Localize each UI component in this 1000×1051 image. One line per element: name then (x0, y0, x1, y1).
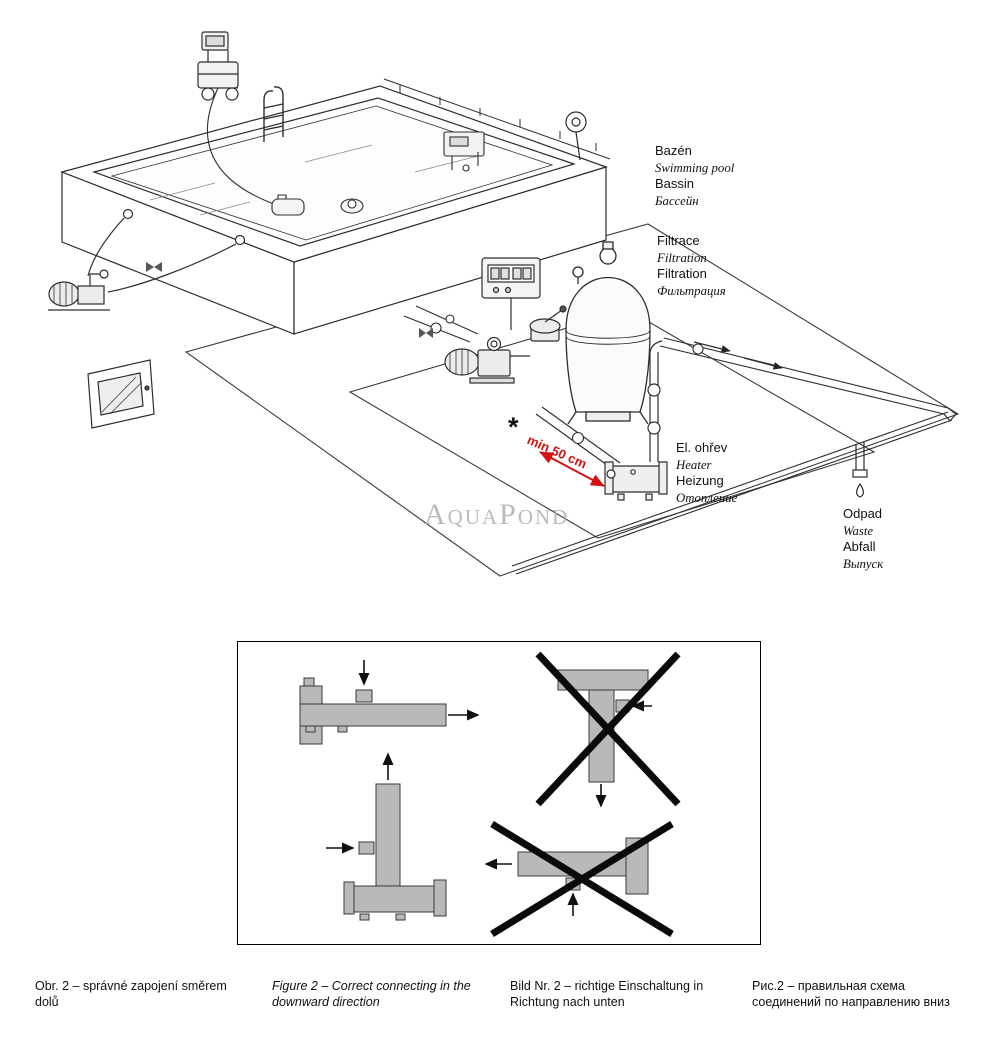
scheme-incorrect-horizontal (484, 821, 674, 937)
sand-filter (565, 241, 651, 425)
control-panel (481, 257, 541, 330)
connection-schemes (299, 651, 681, 937)
pool-label-ru: Бассейн (655, 193, 699, 208)
pool-ladder (263, 86, 284, 142)
figure-2-box (237, 641, 761, 945)
waste-label-de: Abfall (843, 539, 876, 554)
aquapond-watermark: AquaPond (424, 498, 570, 531)
circulation-pump (444, 336, 515, 384)
waste-label-ru: Выпуск (843, 556, 884, 571)
filtration-label-de: Filtration (657, 266, 707, 281)
counter-current-unit (443, 131, 485, 172)
pool-label-fr: Bassin (655, 176, 695, 191)
heater-label-de: Heizung (676, 473, 724, 488)
cross-out-mark (490, 821, 674, 937)
waste-outlet (852, 442, 868, 498)
pool-label-en: Swimming pool (655, 160, 735, 175)
filtration-label-en: Filtration (657, 250, 707, 265)
wall-hatch (87, 359, 155, 429)
heater-label-ru: Отопление (676, 490, 738, 505)
water-lines (149, 144, 479, 216)
min-distance-asterisk: * (508, 412, 519, 442)
cleaner-hose (206, 87, 275, 205)
outlet-pipes (511, 337, 957, 575)
waste-label-cs: Odpad (843, 506, 883, 521)
filtration-label-cs: Filtrace (657, 233, 700, 248)
caption-russian: Рис.2 – правильная схема соединений по н… (752, 979, 950, 1009)
pool-label: Bazén Swimming pool Bassin Бассейн (655, 143, 734, 209)
electric-heater (604, 340, 668, 501)
handrail (383, 78, 611, 160)
filtration-label-ru: Фильтрация (657, 283, 726, 298)
min-distance-arrow (539, 451, 605, 487)
scheme-incorrect-vertical (535, 651, 681, 808)
waste-label: Odpad Waste Abfall Выпуск (843, 506, 883, 572)
auxiliary-pump (48, 208, 246, 311)
heater-label: El. ohřev Heater Heizung Отопление (676, 440, 737, 506)
caption-english: Figure 2 – Correct connecting in the dow… (272, 979, 471, 1009)
pool-label-cs: Bazén (655, 143, 692, 158)
water-drop-icon (856, 482, 864, 498)
caption-german: Bild Nr. 2 – richtige Einschaltung in Ri… (510, 979, 704, 1009)
return-pipes (403, 305, 479, 343)
pool-cleaner-float (271, 194, 305, 216)
chlorine-float (340, 198, 364, 214)
filtration-label: Filtrace Filtration Filtration Фильтраци… (657, 233, 726, 299)
cleaner-caddy (197, 31, 239, 101)
scheme-correct-horizontal (299, 660, 480, 745)
multiport-valve (510, 305, 567, 357)
caption-czech: Obr. 2 – správné zapojení směrem dolů (35, 979, 227, 1009)
pool-installation-diagram (48, 31, 960, 577)
cross-out-mark (535, 651, 681, 807)
heater-label-cs: El. ohřev (676, 440, 728, 455)
scheme-correct-vertical (326, 752, 447, 921)
waste-label-en: Waste (843, 523, 874, 538)
pool-lamp (565, 111, 587, 161)
heater-label-en: Heater (676, 457, 712, 472)
